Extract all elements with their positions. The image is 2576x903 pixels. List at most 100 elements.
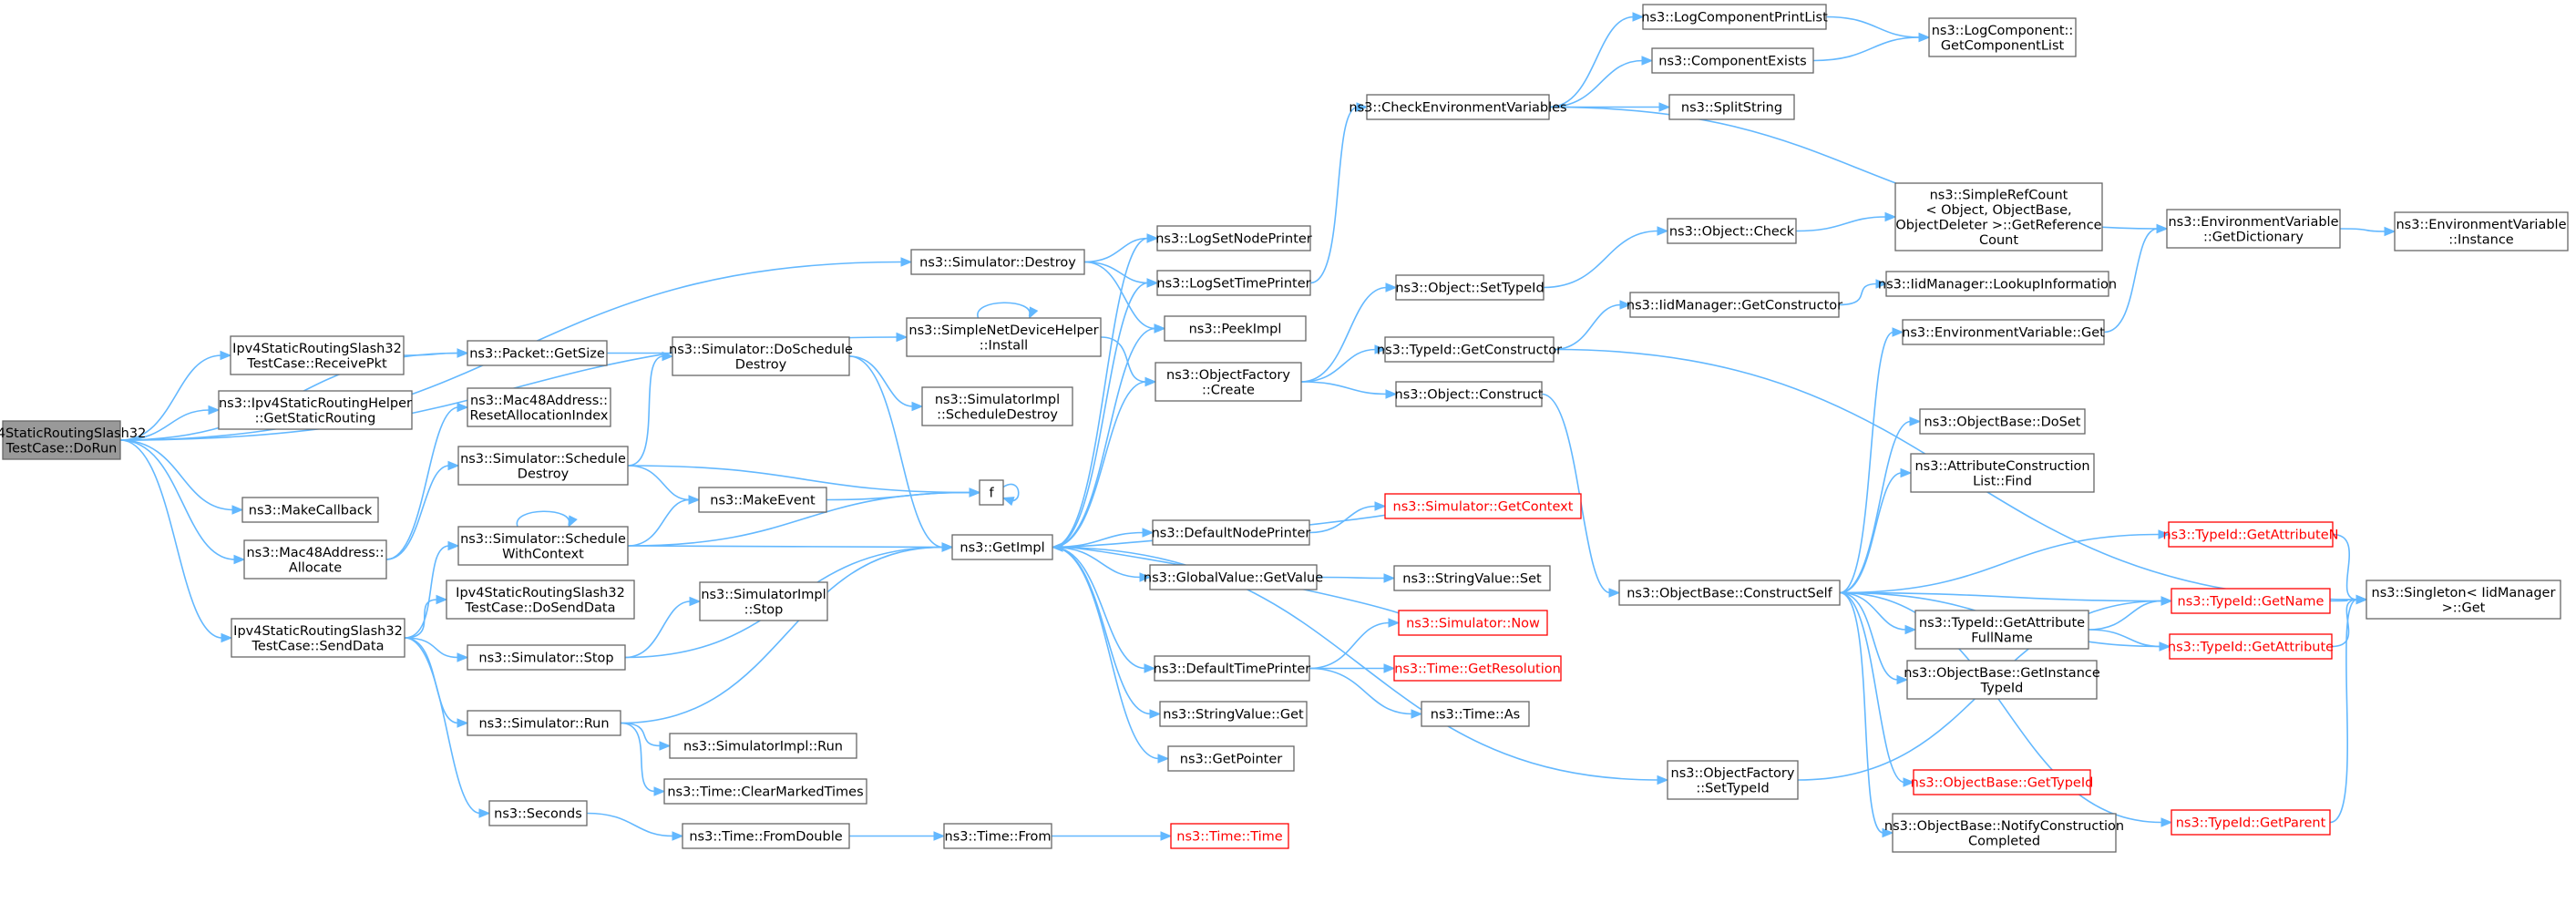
node-logcompprint[interactable]: ns3::LogComponentPrintList [1641, 4, 1828, 30]
node-notifyctor[interactable]: ns3::ObjectBase::NotifyConstructionCompl… [1884, 813, 2124, 853]
node-logsetnode[interactable]: ns3::LogSetNodePrinter [1155, 225, 1312, 251]
node-constructself[interactable]: ns3::ObjectBase::ConstructSelf [1618, 580, 1841, 606]
node-label: WithContext [502, 547, 584, 561]
edge-arrowhead [1146, 233, 1159, 243]
node-label: ns3::DefaultTimePrinter [1154, 662, 1310, 677]
edge-envgetdict-envinstance [2339, 228, 2386, 232]
node-box [1395, 381, 1543, 407]
node-box [699, 581, 828, 621]
node-peekimpl[interactable]: ns3::PeekImpl [1164, 315, 1307, 342]
node-scheddestroy[interactable]: ns3::Simulator::ScheduleDestroy [457, 446, 629, 486]
node-box [467, 710, 621, 736]
node-simpleinstall[interactable]: ns3::SimpleNetDeviceHelper::Install [906, 317, 1102, 357]
node-getattribute[interactable]: ns3::TypeId::GetAttribute [2168, 633, 2334, 660]
node-compexists[interactable]: ns3::ComponentExists [1651, 47, 1814, 74]
node-defnodeprinter[interactable]: ns3::DefaultNodePrinter [1152, 519, 1311, 546]
node-label: ns3::GetImpl [960, 541, 1044, 556]
node-getpointer[interactable]: ns3::GetPointer [1167, 745, 1295, 772]
node-simplerefcount[interactable]: ns3::SimpleRefCount< Object, ObjectBase,… [1894, 182, 2103, 251]
node-implrun[interactable]: ns3::SimulatorImpl::Run [669, 733, 857, 759]
edge-arrowhead [1146, 278, 1159, 288]
node-resetalloc[interactable]: ns3::Mac48Address::ResetAllocationIndex [467, 387, 611, 427]
node-envgetdict[interactable]: ns3::EnvironmentVariable::GetDictionary [2166, 209, 2341, 249]
node-label: ns3::ComponentExists [1658, 55, 1807, 69]
node-getstaticrouting[interactable]: ns3::Ipv4StaticRoutingHelper::GetStaticR… [218, 390, 413, 430]
node-dosenddata[interactable]: Ipv4StaticRoutingSlash32TestCase::DoSend… [446, 580, 635, 620]
node-box [1167, 745, 1295, 772]
node-senddata[interactable]: Ipv4StaticRoutingSlash32TestCase::SendDa… [231, 618, 405, 658]
node-simdestroy[interactable]: ns3::Simulator::Destroy [910, 249, 1085, 275]
node-implscheddestroy[interactable]: ns3::SimulatorImpl::ScheduleDestroy [921, 386, 1073, 426]
node-timeas[interactable]: ns3::Time::As [1421, 701, 1530, 727]
edge-arrowhead [2160, 596, 2173, 606]
edge-arrowhead [1001, 497, 1015, 507]
node-getimpl[interactable]: ns3::GetImpl [951, 534, 1053, 560]
edge-arrowhead [221, 632, 233, 643]
edge-attrfullname-getattribute [2088, 629, 2161, 648]
node-objconstruct[interactable]: ns3::Object::Construct [1395, 381, 1544, 407]
node-label: ns3::TypeId::GetName [2178, 595, 2325, 610]
node-typeidgetctor[interactable]: ns3::TypeId::GetConstructor [1377, 336, 1562, 363]
node-envinstance[interactable]: ns3::EnvironmentVariable::Instance [2394, 211, 2569, 251]
node-label: ns3::SimulatorImpl [935, 393, 1060, 407]
node-simnow[interactable]: ns3::Simulator::Now [1398, 610, 1548, 636]
node-simstop[interactable]: ns3::Simulator::Stop [467, 644, 626, 671]
node-timetime[interactable]: ns3::Time::Time [1170, 823, 1289, 849]
node-getparent[interactable]: ns3::TypeId::GetParent [2171, 809, 2331, 836]
edge-arrowhead [1385, 282, 1398, 292]
node-splitstring[interactable]: ns3::SplitString [1668, 94, 1795, 120]
node-objfactorycreate[interactable]: ns3::ObjectFactory::Create [1155, 362, 1302, 402]
node-implstop[interactable]: ns3::SimulatorImpl::Stop [699, 581, 828, 621]
edge-simdestroy-logsetnode [1083, 237, 1149, 263]
edge-arrowhead [2384, 226, 2396, 237]
node-packetgetsize[interactable]: ns3::Packet::GetSize [467, 340, 608, 366]
edge-mac48allocate-scheddestroy [385, 465, 450, 560]
node-iidgetctor[interactable]: ns3::IidManager::GetConstructor [1627, 292, 1842, 318]
node-mac48allocate[interactable]: ns3::Mac48Address::Allocate [243, 539, 387, 580]
node-makecallback[interactable]: ns3::MakeCallback [241, 497, 379, 523]
node-objgettypeid[interactable]: ns3::ObjectBase::GetTypeId [1911, 769, 2094, 795]
node-seconds[interactable]: ns3::Seconds [488, 800, 588, 826]
node-objcheck[interactable]: ns3::Object::Check [1667, 218, 1797, 244]
node-envget[interactable]: ns3::EnvironmentVariable::Get [1902, 319, 2105, 345]
node-getattrn[interactable]: ns3::TypeId::GetAttributeN [2162, 521, 2339, 548]
node-timefrom[interactable]: ns3::Time::From [943, 823, 1052, 849]
node-clearmarked[interactable]: ns3::Time::ClearMarkedTimes [663, 778, 867, 805]
node-simgetcontext[interactable]: ns3::Simulator::GetContext [1384, 493, 1582, 519]
node-stringset[interactable]: ns3::StringValue::Set [1393, 565, 1551, 591]
node-objsettypeid[interactable]: ns3::Object::SetTypeId [1395, 274, 1545, 301]
node-deftimeprinter[interactable]: ns3::DefaultTimePrinter [1154, 655, 1310, 682]
edge-arrowhead [1388, 618, 1401, 628]
edge-deftimeprinter-simnow [1309, 621, 1391, 670]
node-f[interactable]: f [979, 479, 1004, 506]
edge-getimpl-factorysettypeid [1052, 546, 1659, 781]
node-getresolution[interactable]: ns3::Time::GetResolution [1393, 655, 1562, 682]
node-box [1885, 271, 2109, 297]
node-singletonget[interactable]: ns3::Singleton< IidManager>::Get [2366, 580, 2561, 620]
node-doset[interactable]: ns3::ObjectBase::DoSet [1919, 408, 2086, 435]
node-getname[interactable]: ns3::TypeId::GetName [2171, 588, 2331, 614]
node-label: ns3::Mac48Address:: [470, 394, 608, 408]
edge-arrowhead [672, 831, 684, 841]
node-logcompget[interactable]: ns3::LogComponent::GetComponentList [1928, 17, 2077, 57]
node-label: ns3::SimulatorImpl::Run [683, 740, 843, 754]
node-logsettime[interactable]: ns3::LogSetTimePrinter [1156, 270, 1311, 296]
edge-arrowhead [1157, 754, 1170, 764]
node-globalgetvalue[interactable]: ns3::GlobalValue::GetValue [1144, 564, 1323, 590]
node-fromdouble[interactable]: ns3::Time::FromDouble [682, 823, 850, 849]
node-receivepkt[interactable]: Ipv4StaticRoutingSlash32TestCase::Receiv… [230, 335, 405, 375]
node-stringget[interactable]: ns3::StringValue::Get [1159, 701, 1308, 727]
node-iidlookup[interactable]: ns3::IidManager::LookupInformation [1878, 271, 2117, 297]
node-box [1914, 610, 2089, 650]
node-box [1156, 225, 1311, 251]
node-simrun[interactable]: ns3::Simulator::Run [467, 710, 621, 736]
node-checkenv[interactable]: ns3::CheckEnvironmentVariables [1349, 94, 1567, 120]
node-factorysettypeid[interactable]: ns3::ObjectFactory::SetTypeId [1667, 760, 1799, 800]
node-makeevent[interactable]: ns3::MakeEvent [698, 487, 827, 513]
